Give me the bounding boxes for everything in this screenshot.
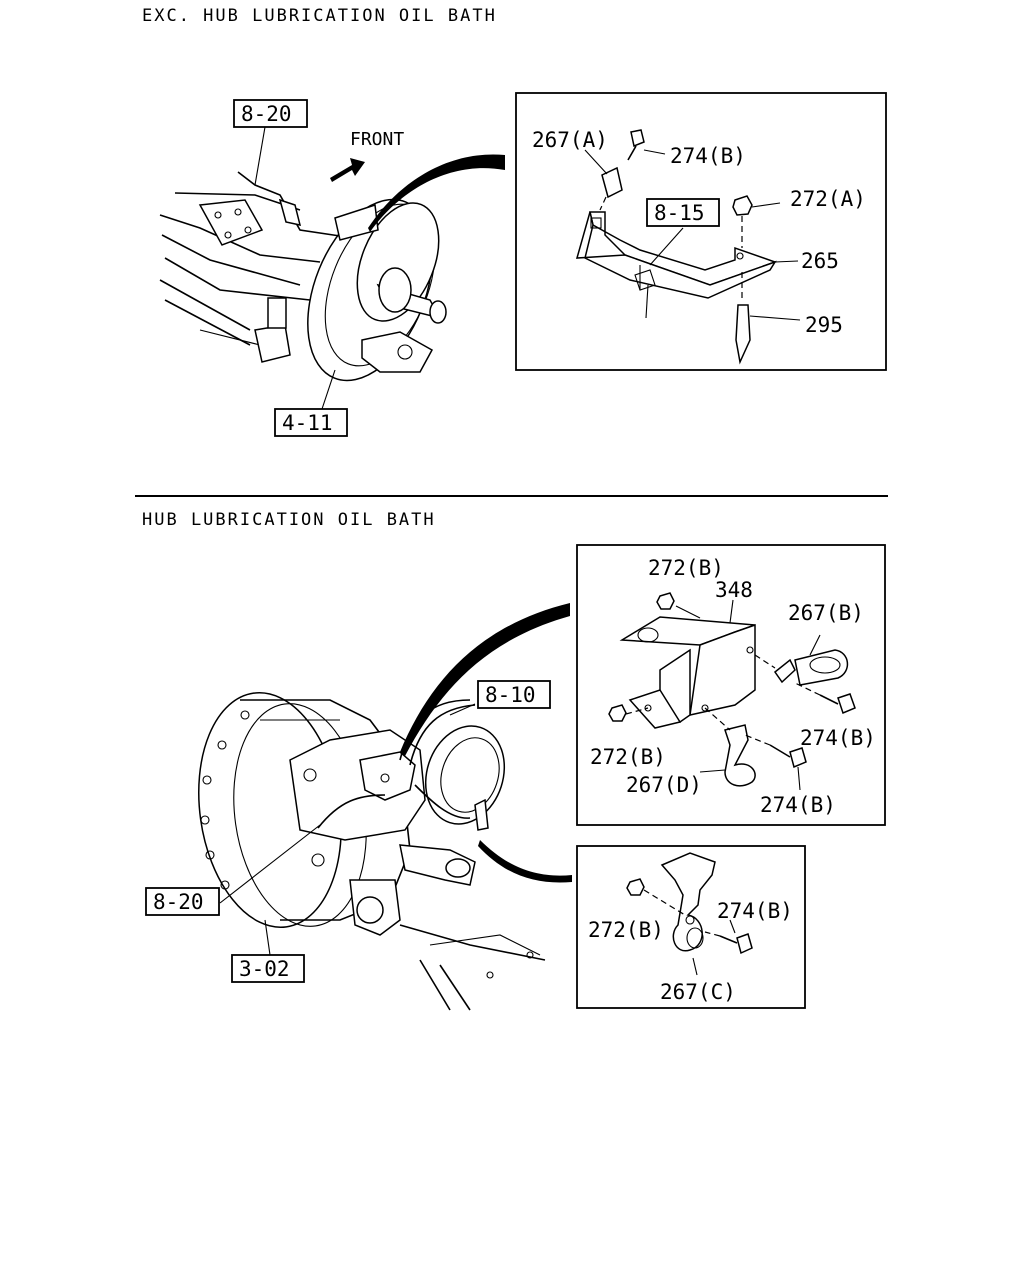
ref-box-8-20-bottom: 8-20 bbox=[145, 887, 220, 916]
part-265-label: 265 bbox=[801, 249, 839, 273]
bottom-detail-frame-2 bbox=[576, 845, 806, 1009]
ref-8-10-label: 8-10 bbox=[485, 683, 536, 707]
part-272b-detail2-label: 272(B) bbox=[588, 918, 664, 942]
ref-3-02-label: 3-02 bbox=[239, 957, 290, 981]
ref-box-3-02: 3-02 bbox=[231, 954, 305, 983]
part-267a-label: 267(A) bbox=[532, 128, 608, 152]
front-label: FRONT bbox=[350, 129, 404, 150]
ref-8-15-label: 8-15 bbox=[654, 201, 705, 225]
ref-8-20-top-label: 8-20 bbox=[241, 102, 292, 126]
ref-box-8-10: 8-10 bbox=[477, 680, 551, 709]
part-274b-1-label: 274(B) bbox=[800, 726, 876, 750]
part-272b-top-label: 272(B) bbox=[648, 556, 724, 580]
top-axle-drawing bbox=[159, 126, 505, 416]
part-267b-label: 267(B) bbox=[788, 601, 864, 625]
part-267d-label: 267(D) bbox=[626, 773, 702, 797]
part-272a-label: 272(A) bbox=[790, 187, 866, 211]
part-295-label: 295 bbox=[805, 313, 843, 337]
part-348-label: 348 bbox=[715, 578, 753, 602]
bottom-detail-frame-1 bbox=[576, 544, 886, 826]
top-section-title: EXC. HUB LUBRICATION OIL BATH bbox=[142, 6, 497, 26]
ref-box-4-11: 4-11 bbox=[274, 408, 348, 437]
top-detail-frame bbox=[515, 92, 887, 371]
part-272b-left-label: 272(B) bbox=[590, 745, 666, 769]
part-274b-detail2-label: 274(B) bbox=[717, 899, 793, 923]
ref-box-8-15: 8-15 bbox=[646, 198, 720, 227]
ref-box-8-20-top: 8-20 bbox=[233, 99, 308, 128]
bottom-section-title: HUB LUBRICATION OIL BATH bbox=[142, 510, 436, 530]
ref-4-11-label: 4-11 bbox=[282, 411, 333, 435]
bottom-axle-drawing bbox=[198, 603, 572, 1011]
part-267c-label: 267(C) bbox=[660, 980, 736, 1004]
part-274b-2-label: 274(B) bbox=[760, 793, 836, 817]
part-274b-top-label: 274(B) bbox=[670, 144, 746, 168]
ref-8-20-bottom-label: 8-20 bbox=[153, 890, 204, 914]
